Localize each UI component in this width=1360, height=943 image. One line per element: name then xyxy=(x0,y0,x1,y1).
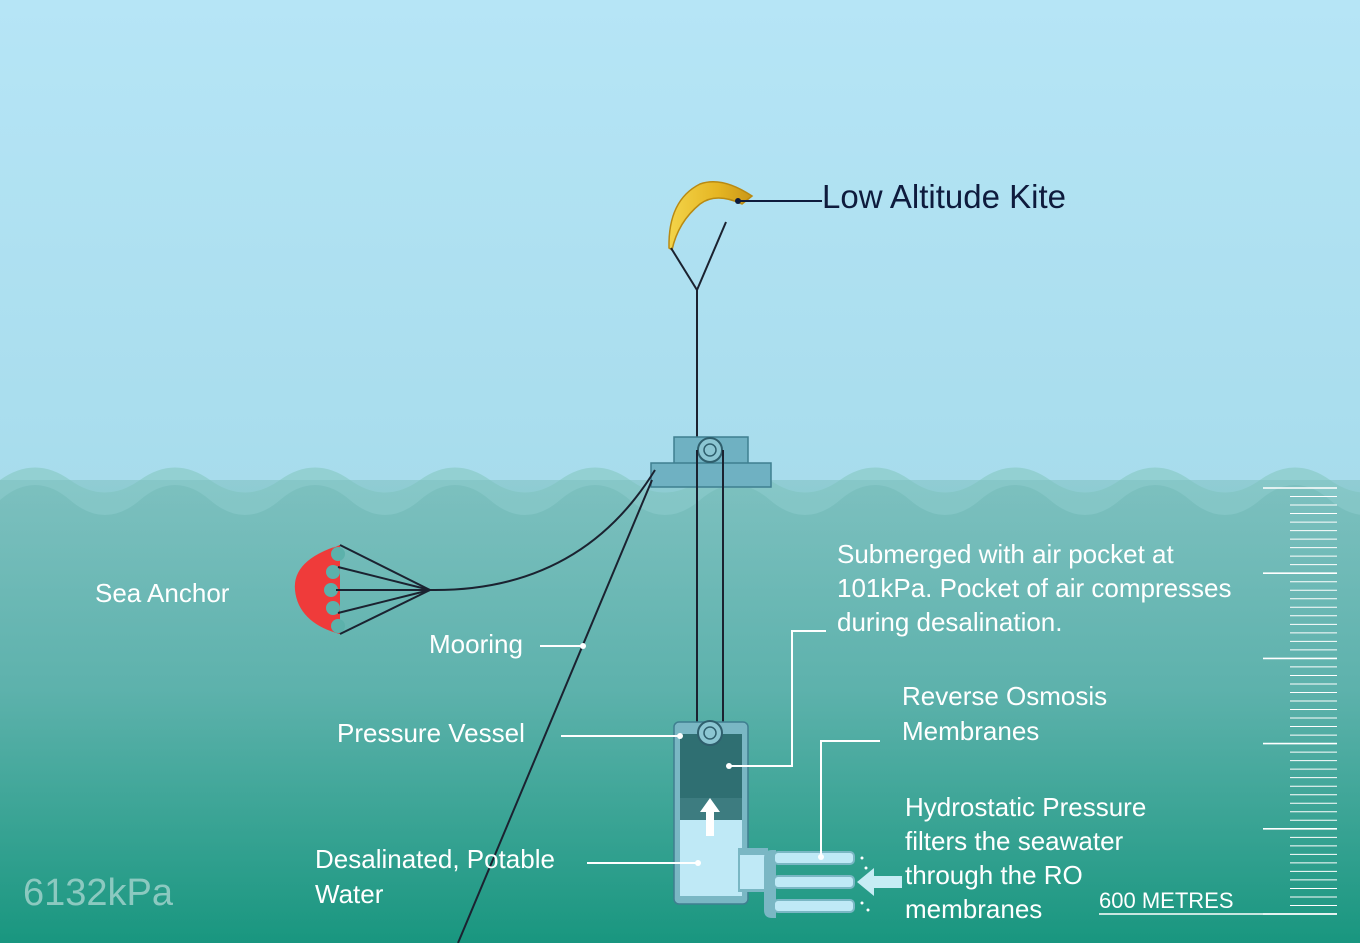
potable-water-line-2: Water xyxy=(315,879,384,909)
depth-scale-label: 600 METRES xyxy=(1099,888,1234,913)
sea-anchor-label: Sea Anchor xyxy=(95,578,230,608)
ro-membranes-line-2: Membranes xyxy=(902,716,1039,746)
hydrostatic-line-2: filters the seawater xyxy=(905,826,1124,856)
up-arrow-icon xyxy=(700,798,720,836)
sea-anchor xyxy=(294,544,431,635)
ro-membranes-leader xyxy=(820,740,880,857)
kite xyxy=(668,181,754,448)
kite-bridle-left xyxy=(670,247,698,291)
air-pocket-label: Submerged with air pocket at 101kPa. Poc… xyxy=(837,539,1239,637)
vessel-pulley xyxy=(697,720,723,746)
inflow-arrow-icon xyxy=(857,868,902,896)
air-pocket-line-3: during desalination. xyxy=(837,607,1063,637)
air-pocket-line-1: Submerged with air pocket at xyxy=(837,539,1175,569)
mooring-label: Mooring xyxy=(429,629,523,659)
hydrostatic-line-3: through the RO xyxy=(905,860,1083,890)
hydrostatic-label: Hydrostatic Pressure filters the seawate… xyxy=(905,792,1154,924)
ro-membranes-line-1: Reverse Osmosis xyxy=(902,681,1107,711)
sea-anchor-line xyxy=(429,469,656,592)
air-pocket-line-2: 101kPa. Pocket of air compresses xyxy=(837,573,1232,603)
pressure-vessel-label: Pressure Vessel xyxy=(337,718,525,748)
kite-label: Low Altitude Kite xyxy=(822,178,1066,215)
mooring-line xyxy=(457,479,653,943)
hydrostatic-line-1: Hydrostatic Pressure xyxy=(905,792,1146,822)
surface-pulley xyxy=(697,437,723,463)
air-pocket-leader xyxy=(729,630,826,767)
depth-scale xyxy=(1099,487,1337,915)
ro-membranes-label: Reverse Osmosis Membranes xyxy=(902,681,1114,746)
kite-bridle-right xyxy=(696,221,727,291)
sky xyxy=(0,0,1360,500)
pressure-reading: 6132kPa xyxy=(23,872,174,914)
potable-water-label: Desalinated, Potable Water xyxy=(315,844,562,909)
potable-water-line-1: Desalinated, Potable xyxy=(315,844,555,874)
ro-membranes xyxy=(764,850,902,918)
hydrostatic-line-4: membranes xyxy=(905,894,1042,924)
